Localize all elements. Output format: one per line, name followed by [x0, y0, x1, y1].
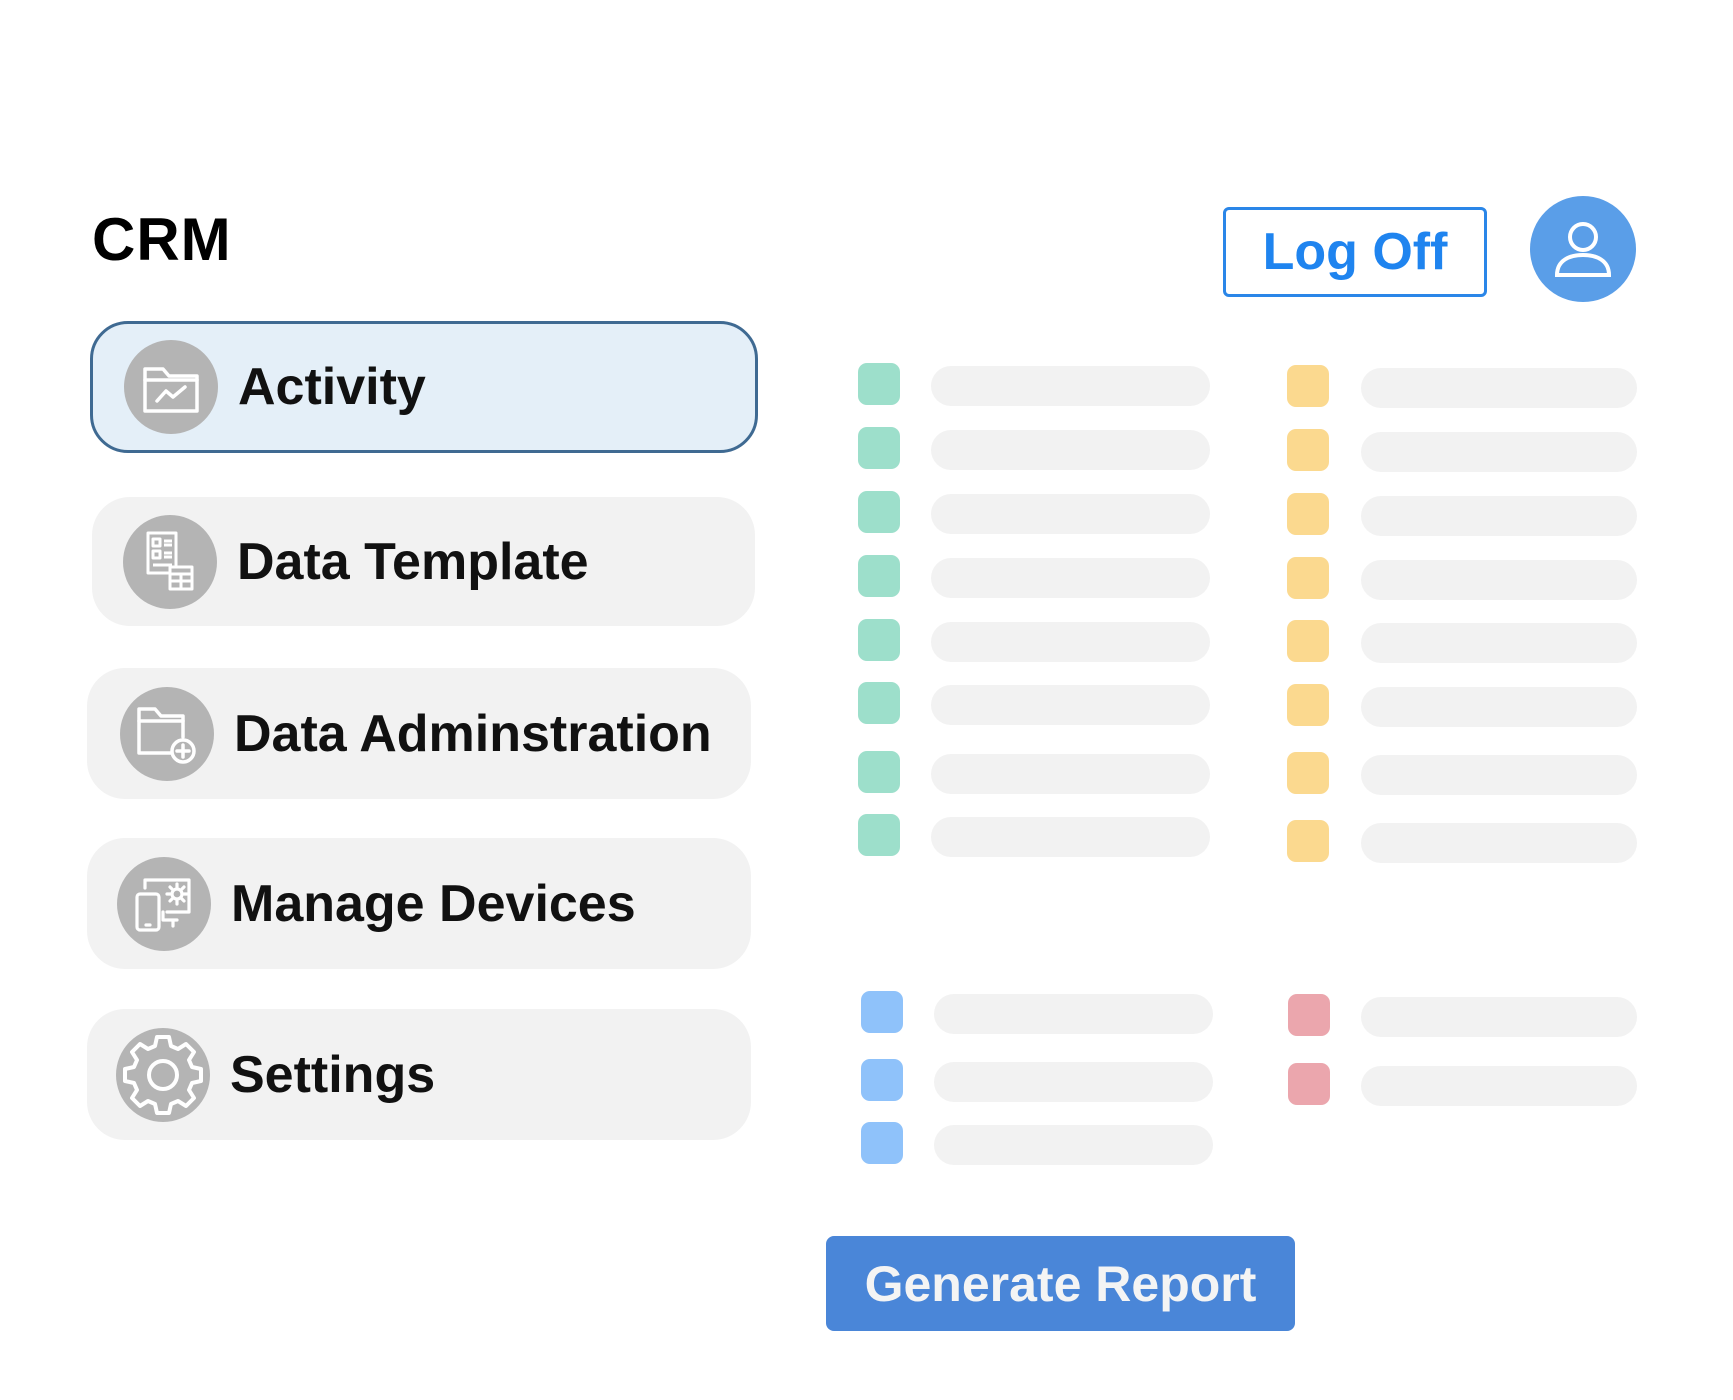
generate-report-button[interactable]: Generate Report [826, 1236, 1295, 1331]
list-item-placeholder [1361, 432, 1637, 472]
status-indicator [861, 991, 903, 1033]
status-indicator [1287, 557, 1329, 599]
list-item-placeholder [1361, 1066, 1637, 1106]
user-avatar-button[interactable] [1530, 196, 1636, 302]
status-indicator [1287, 493, 1329, 535]
sidebar-item-data-adminstration[interactable]: Data Adminstration [87, 668, 751, 799]
sidebar-item-activity[interactable]: Activity [90, 321, 758, 453]
sidebar-item-label: Activity [238, 358, 426, 416]
list-item-placeholder [934, 1125, 1213, 1165]
list-item-placeholder [1361, 687, 1637, 727]
sidebar-item-label: Manage Devices [231, 874, 636, 933]
user-icon [1554, 222, 1612, 277]
status-indicator [858, 491, 900, 533]
folder-add-icon [120, 686, 214, 781]
list-item-placeholder [931, 494, 1210, 534]
status-indicator [861, 1059, 903, 1101]
sidebar-item-label: Data Adminstration [234, 704, 712, 763]
sidebar-item-data-template[interactable]: Data Template [92, 497, 755, 626]
list-item-placeholder [1361, 560, 1637, 600]
status-indicator [1287, 620, 1329, 662]
status-indicator [858, 427, 900, 469]
list-item-placeholder [931, 430, 1210, 470]
list-item-placeholder [1361, 368, 1637, 408]
document-template-icon [123, 514, 217, 609]
status-indicator [858, 619, 900, 661]
list-item-placeholder [1361, 823, 1637, 863]
devices-icon [117, 856, 211, 951]
status-indicator [858, 682, 900, 724]
status-indicator [1287, 684, 1329, 726]
sidebar-item-manage-devices[interactable]: Manage Devices [87, 838, 751, 969]
list-item-placeholder [931, 366, 1210, 406]
list-item-placeholder [934, 994, 1213, 1034]
sidebar-item-label: Settings [230, 1045, 436, 1104]
list-item-placeholder [931, 754, 1210, 794]
list-item-placeholder [931, 817, 1210, 857]
list-item-placeholder [1361, 755, 1637, 795]
status-indicator [1287, 429, 1329, 471]
folder-chart-icon [124, 340, 218, 434]
status-indicator [858, 363, 900, 405]
status-indicator [858, 555, 900, 597]
status-indicator [1288, 1063, 1330, 1105]
status-indicator [861, 1122, 903, 1164]
list-item-placeholder [931, 558, 1210, 598]
log-off-button[interactable]: Log Off [1223, 207, 1487, 297]
list-item-placeholder [1361, 623, 1637, 663]
list-item-placeholder [931, 685, 1210, 725]
list-item-placeholder [1361, 496, 1637, 536]
status-indicator [1288, 994, 1330, 1036]
status-indicator [1287, 752, 1329, 794]
status-indicator [1287, 820, 1329, 862]
sidebar-item-settings[interactable]: Settings [87, 1009, 751, 1140]
status-indicator [1287, 365, 1329, 407]
list-item-placeholder [931, 622, 1210, 662]
status-indicator [858, 814, 900, 856]
gear-icon [116, 1027, 210, 1122]
status-indicator [858, 751, 900, 793]
app-title: CRM [92, 206, 232, 273]
list-item-placeholder [1361, 997, 1637, 1037]
sidebar-item-label: Data Template [237, 532, 589, 591]
list-item-placeholder [934, 1062, 1213, 1102]
